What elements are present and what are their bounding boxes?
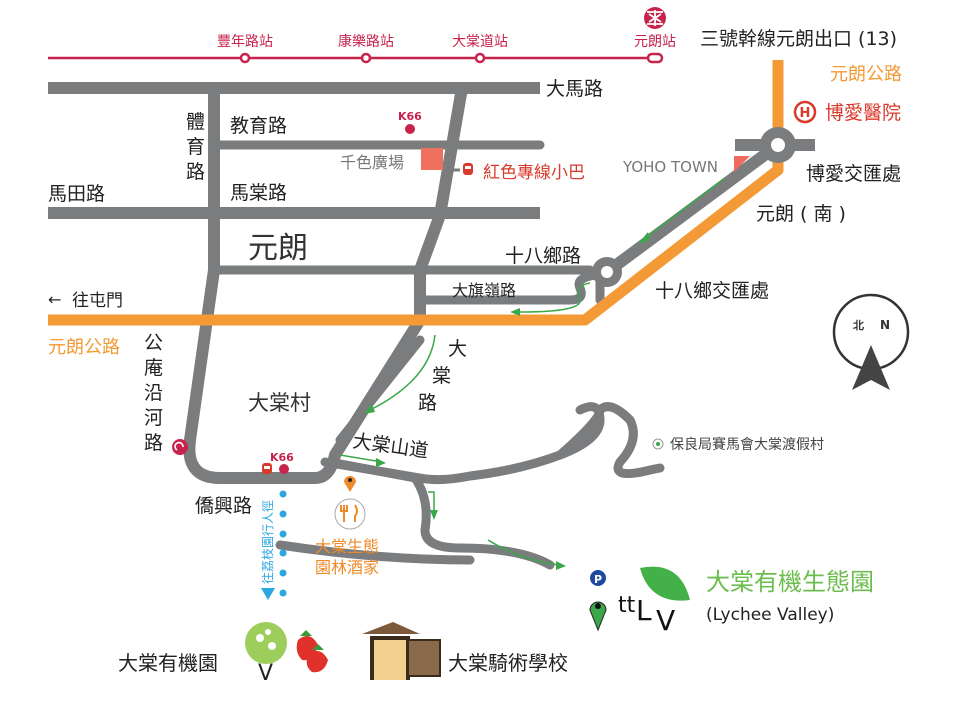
svg-text:北: 北: [853, 318, 864, 332]
compass-icon: 北 N: [832, 293, 910, 390]
svg-text:庵: 庵: [144, 357, 163, 379]
station-hong-lok-road: 康樂路站: [338, 33, 394, 50]
label-lychee-valley-en: (Lychee Valley): [706, 605, 834, 625]
label-k66-top: K66: [398, 110, 422, 123]
minibus-icon: [463, 163, 473, 175]
label-yoho-town: YOHO TOWN: [622, 158, 718, 176]
label-kiu-hing-road: 僑興路: [195, 495, 252, 517]
mtr-station-marker: [474, 52, 486, 64]
label-tai-tong-village: 大棠村: [248, 391, 311, 415]
restaurant-icon: [334, 498, 366, 530]
label-yuen-long-highway-top: 元朗公路: [830, 64, 902, 85]
station-tai-tong-road: 大棠道站: [452, 34, 508, 50]
roads: [48, 82, 815, 570]
mtr-station-marker: [360, 52, 372, 64]
label-tai-tong-road: 大 棠 路: [418, 338, 467, 414]
svg-text:tt: tt: [618, 593, 636, 618]
footpath-dots: [279, 490, 287, 597]
label-organic-farm: 大棠有機園: [118, 651, 218, 675]
label-yuen-long-south: 元朗 ( 南 ): [756, 203, 846, 225]
svg-text:路: 路: [144, 432, 163, 454]
svg-text:路: 路: [418, 392, 437, 414]
label-kung-um-road: 公 庵 沿 河 路: [144, 332, 163, 454]
po-leung-kuk-marker-icon: [652, 438, 664, 450]
yuen-long-highway: [48, 60, 784, 326]
label-to-tuen-mun: 往屯門: [72, 291, 123, 311]
label-pok-oi-hospital: 博愛醫院: [825, 102, 901, 124]
station-fung-nin-road: 豐年路站: [217, 34, 273, 50]
parking-icon: P: [590, 570, 606, 586]
svg-text:V: V: [656, 604, 675, 637]
label-yuen-long: 元朗: [248, 231, 308, 266]
svg-text:棠: 棠: [432, 365, 451, 387]
label-po-leung-kuk: 保良局賽馬會大棠渡假村: [670, 436, 824, 453]
road-branch-south: [325, 457, 555, 570]
svg-text:L: L: [636, 594, 652, 627]
label-shap-pat-heung-interchange: 十八鄉交匯處: [655, 280, 769, 302]
horse-stable-icon: [362, 622, 441, 680]
label-riding-school: 大棠騎術學校: [448, 651, 568, 675]
label-tai-yuk-road-1: 體: [186, 111, 205, 133]
footpath-arrow-icon: [261, 588, 275, 600]
label-tai-kei-leng-road: 大旗嶺路: [452, 281, 516, 300]
mtr-logo-icon: [644, 7, 666, 29]
mtr-station-marker: [239, 52, 251, 64]
label-pok-oi-interchange: 博愛交匯處: [806, 163, 901, 185]
road-tai-tong: [335, 335, 425, 445]
label-ma-tin-road: 馬田路: [48, 183, 105, 205]
label-exit-13: 三號幹線元朗出口 (13): [700, 28, 897, 50]
svg-text:河: 河: [144, 407, 163, 429]
road-south-loop: [275, 540, 475, 565]
label-restaurant-1: 大棠生態: [315, 537, 379, 556]
label-lychee-valley-cn: 大棠有機生態園: [706, 568, 874, 596]
label-shap-pat-heung-road: 十八鄉路: [505, 245, 581, 267]
station-yuen-long: 元朗站: [634, 34, 676, 50]
svg-text:P: P: [594, 573, 602, 586]
road-po-leung-kuk: [555, 402, 665, 479]
arrow-left-icon: ←: [48, 290, 61, 309]
label-k66-bottom: K66: [270, 451, 294, 464]
label-footpath: 往荔枝園行人徑: [260, 500, 275, 584]
svg-text:N: N: [880, 318, 890, 332]
roundabout-shap-pat-heung: [592, 257, 622, 287]
label-ma-tong-road: 馬棠路: [230, 182, 287, 204]
hospital-icon: H: [793, 100, 817, 124]
bus-stop-k66-top: [405, 124, 415, 134]
lychee-valley-logo: tt L V: [618, 566, 690, 637]
tree-logo-icon: V: [245, 622, 287, 686]
minibus-icon: [262, 463, 272, 474]
location-pin-icon: [344, 476, 356, 492]
label-yuen-long-highway-left: 元朗公路: [48, 337, 120, 358]
mtr-line: 豐年路站 康樂路站 大棠道站 元朗站: [48, 7, 676, 64]
svg-text:大: 大: [448, 338, 467, 360]
svg-text:公: 公: [144, 332, 163, 354]
route-arrows: [339, 177, 726, 570]
strawberry-icon: [296, 630, 328, 673]
kaleido-marker: [421, 148, 443, 170]
location-pin-icon: [589, 601, 607, 632]
label-restaurant-2: 園林酒家: [315, 558, 379, 577]
mtr-station-marker: [646, 52, 664, 64]
roundabout-pok-oi: [760, 127, 796, 163]
label-kaleido: 千色廣場: [340, 153, 404, 172]
svg-text:H: H: [800, 106, 811, 121]
road-shap-pat-heung: [603, 140, 782, 277]
yoho-town-marker: [734, 156, 750, 172]
svg-text:沿: 沿: [144, 382, 163, 404]
road-kung-um: [183, 86, 468, 484]
label-tai-yuk-road-2: 育: [186, 136, 205, 158]
svg-text:V: V: [258, 661, 273, 686]
u-turn-icon: [172, 439, 188, 455]
label-red-minibus: 紅色專線小巴: [483, 163, 585, 183]
bus-stop-k66-bottom: [279, 464, 289, 474]
label-tai-yuk-road-3: 路: [186, 161, 205, 183]
label-tai-tong-shan-road: 大棠山道: [351, 430, 429, 462]
label-tai-ma-road: 大馬路: [546, 78, 603, 100]
label-kau-yuk-road: 教育路: [230, 115, 287, 137]
